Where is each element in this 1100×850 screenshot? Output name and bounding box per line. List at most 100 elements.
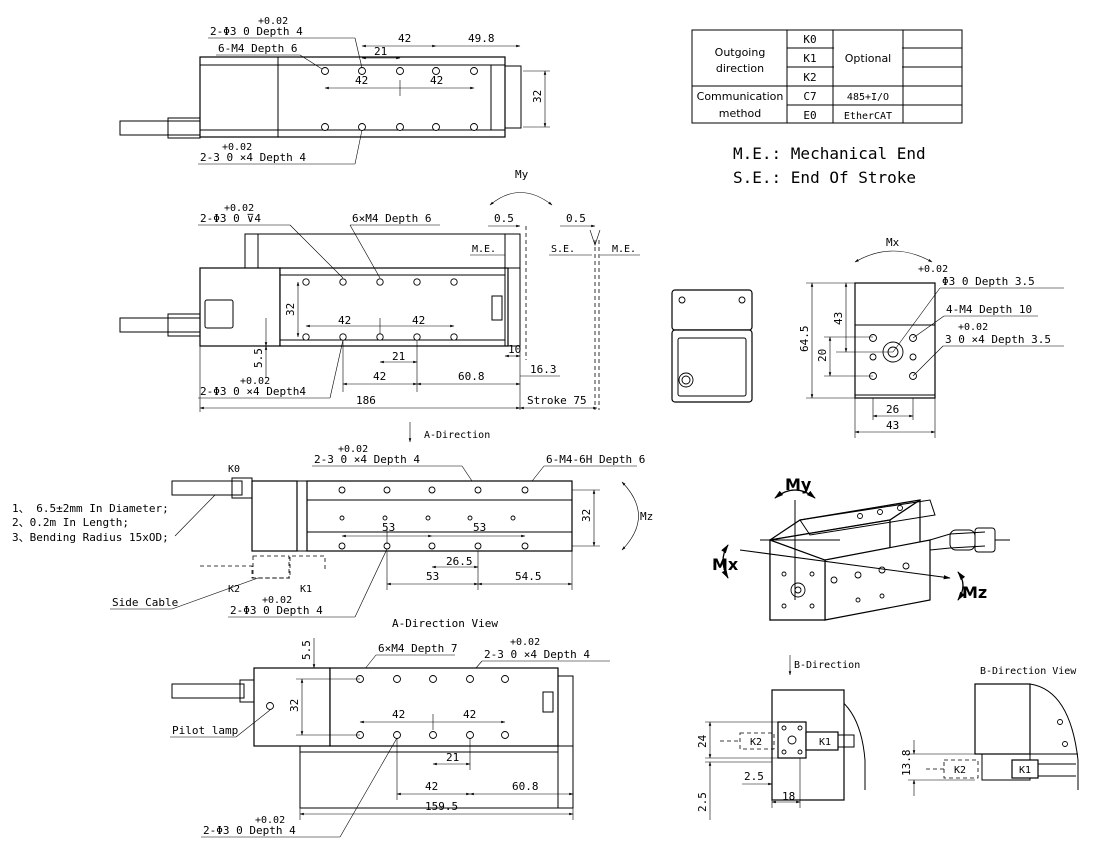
a-k1: K1 <box>300 584 312 595</box>
b-k2: K2 <box>750 737 762 748</box>
bottom-view: 5.5 6×M4 Depth 7 +0.02 2-3 0 ×4 Depth 4 … <box>170 637 610 838</box>
a-tol-a: +0.02 <box>338 444 368 455</box>
table-e0-value: EtherCAT <box>844 111 892 122</box>
table-code-k1: K1 <box>803 52 816 65</box>
side-d608: 60.8 <box>458 370 485 383</box>
iso-mz: Mz <box>962 583 987 602</box>
side-d05a: 0.5 <box>494 212 514 225</box>
b-direction-label: B-Direction <box>794 660 860 671</box>
side-d05b: 0.5 <box>566 212 586 225</box>
side-d42c: 42 <box>373 370 386 383</box>
isometric-view: My Mx Mz <box>712 475 1010 621</box>
top-m4: 6-M4 Depth 6 <box>218 42 297 55</box>
a-d32: 32 <box>580 509 593 522</box>
side-d55: 5.5 <box>252 348 265 368</box>
iso-mx: Mx <box>712 555 739 574</box>
a-direction-label: A-Direction <box>424 430 490 441</box>
end-d20: 20 <box>816 349 829 362</box>
table-comm-label-2: method <box>719 107 761 120</box>
top-d32: 32 <box>531 90 544 103</box>
a-mz: Mz <box>640 510 653 523</box>
bot-d42a: 42 <box>392 708 405 721</box>
b-direction-view-label: B-Direction View <box>980 666 1077 677</box>
bot-tol-a: +0.02 <box>510 637 540 648</box>
legend-me: M.E.: Mechanical End <box>733 144 926 163</box>
top-tol-b: +0.02 <box>222 142 252 153</box>
end-view: Mx +0.02 Φ3 0 Depth 3.5 4-M4 Depth 10 +0… <box>798 236 1064 438</box>
top-hole-a: 2-Φ3 0 Depth 4 <box>210 25 303 38</box>
b-k2b: K2 <box>954 765 966 776</box>
side-d42b: 42 <box>412 314 425 327</box>
a-d53c: 53 <box>426 570 439 583</box>
table-code-e0: E0 <box>803 109 816 122</box>
a-note-3: 3、Bending Radius 15xOD; <box>12 531 169 544</box>
bot-d21: 21 <box>446 751 459 764</box>
a-hole-a: 2-3 0 ×4 Depth 4 <box>314 453 420 466</box>
end-mx: Mx <box>886 236 900 249</box>
top-hole-b: 2-3 0 ×4 Depth 4 <box>200 151 306 164</box>
table-code-k2: K2 <box>803 71 816 84</box>
top-d42b: 42 <box>355 74 368 87</box>
bot-d42c: 42 <box>425 780 438 793</box>
top-d49: 49.8 <box>468 32 495 45</box>
a-d53b: 53 <box>473 521 486 534</box>
top-d21: 21 <box>374 45 387 58</box>
bot-m4: 6×M4 Depth 7 <box>378 642 457 655</box>
bot-hole-a: 2-3 0 ×4 Depth 4 <box>484 648 590 661</box>
end-tol-a: +0.02 <box>918 264 948 275</box>
side-hole-b: 2-Φ3 0 ×4 Depth4 <box>200 385 306 398</box>
a-side-cable: Side Cable <box>112 596 178 609</box>
a-d545: 54.5 <box>515 570 542 583</box>
b-d18: 18 <box>782 790 795 803</box>
side-view: My +0.02 2-Φ3 0 ⊽4 6×M4 Depth 6 0.5 0.5 … <box>119 168 640 412</box>
end-d43b: 43 <box>886 419 899 432</box>
end-view-small <box>671 289 753 403</box>
b-d138: 13.8 <box>900 750 913 777</box>
top-view: +0.02 2-Φ3 0 Depth 4 6-M4 Depth 6 42 21 … <box>119 16 550 165</box>
side-d21: 21 <box>392 350 405 363</box>
a-k2: K2 <box>228 584 240 595</box>
table-optional: Optional <box>845 52 892 65</box>
top-tol-a: +0.02 <box>258 16 288 27</box>
b-d25b: 2.5 <box>744 770 764 783</box>
a-d265: 26.5 <box>446 555 473 568</box>
a-k0: K0 <box>228 464 240 475</box>
end-hole-b: 3 0 ×4 Depth 3.5 <box>945 333 1051 346</box>
b-d24: 24 <box>696 734 709 748</box>
side-d42a: 42 <box>338 314 351 327</box>
bot-d608: 60.8 <box>512 780 539 793</box>
side-se: S.E. <box>551 244 575 255</box>
a-m4: 6-M4-6H Depth 6 <box>546 453 645 466</box>
bot-d1595: 159.5 <box>425 800 458 813</box>
a-hole-b: 2-Φ3 0 Depth 4 <box>230 604 323 617</box>
side-d32: 32 <box>284 303 297 316</box>
bot-d42b: 42 <box>463 708 476 721</box>
option-table: Outgoing direction Communication method … <box>691 29 963 124</box>
side-view-holes <box>302 278 458 341</box>
end-tol-b: +0.02 <box>958 322 988 333</box>
b-direction: B-Direction K1 K2 24 2.5 2.5 18 B-Direct… <box>696 655 1079 820</box>
bot-hole-b: 2-Φ3 0 Depth 4 <box>203 824 296 837</box>
bot-pilot: Pilot lamp <box>172 724 238 737</box>
side-hole-a: 2-Φ3 0 ⊽4 <box>200 212 261 225</box>
side-me2: M.E. <box>612 244 636 255</box>
side-d163: 16.3 <box>530 363 557 376</box>
top-d42a: 42 <box>398 32 411 45</box>
a-note-2: 2、0.2m In Length; <box>12 516 129 529</box>
b-k1b: K1 <box>1019 765 1031 776</box>
a-view-holes <box>338 486 529 550</box>
a-note-1: 1、 6.5±2mm In Diameter; <box>12 502 169 515</box>
side-me1: M.E. <box>472 244 496 255</box>
side-tol-a: +0.02 <box>224 203 254 214</box>
legend-se: S.E.: End Of Stroke <box>733 168 916 187</box>
a-direction-view: A-Direction +0.02 2-3 0 ×4 Depth 4 6-M4-… <box>12 422 653 630</box>
end-d26: 26 <box>886 403 899 416</box>
a-tol-b: +0.02 <box>262 595 292 606</box>
table-comm-label: Communication <box>697 90 784 103</box>
a-d53a: 53 <box>382 521 395 534</box>
end-d645: 64.5 <box>798 326 811 353</box>
side-d186: 186 <box>356 394 376 407</box>
end-m4: 4-M4 Depth 10 <box>946 303 1032 316</box>
bot-d55: 5.5 <box>300 640 313 660</box>
table-code-k0: K0 <box>803 33 816 46</box>
